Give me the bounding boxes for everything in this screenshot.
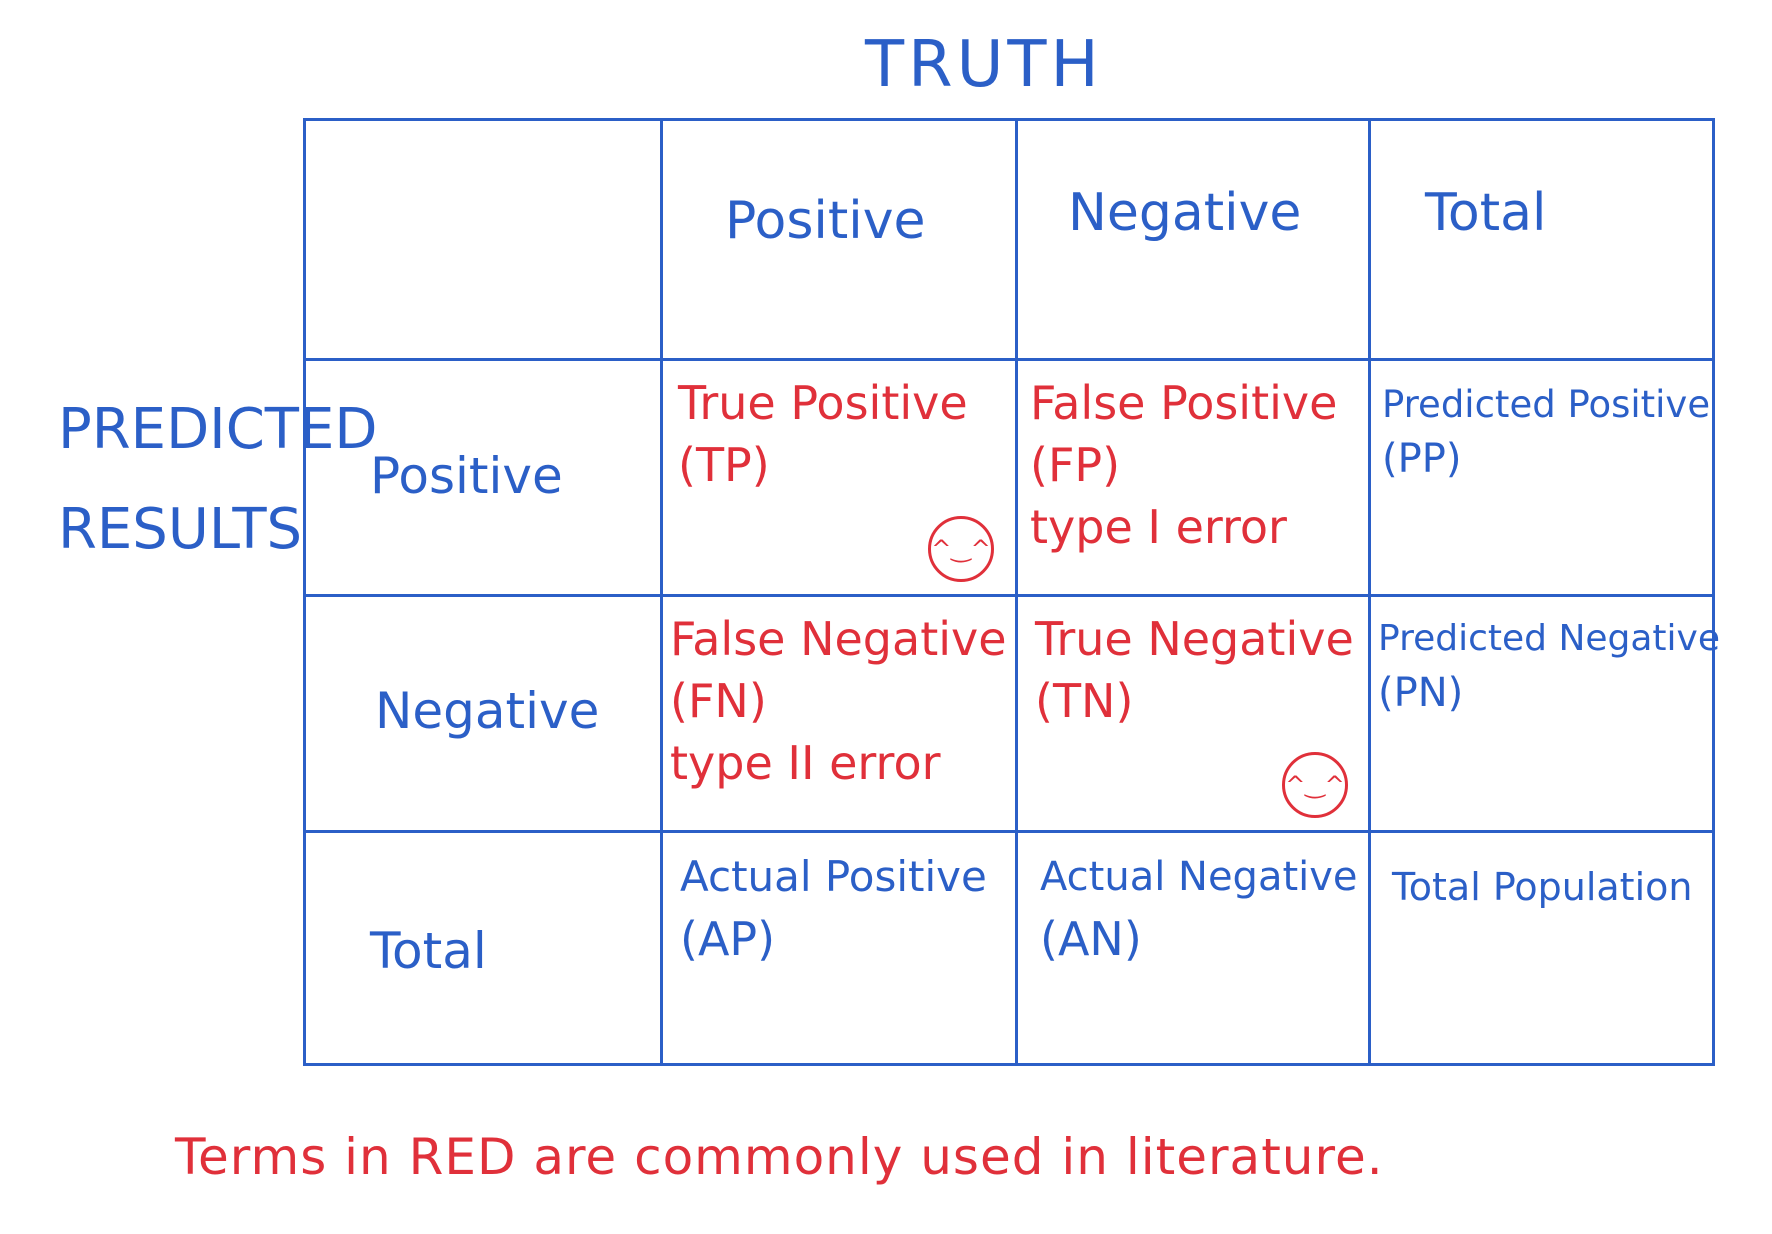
grid-divider [1015,118,1018,1066]
cell-abbr: (TN) [1035,674,1134,728]
diagram-title: TRUTH [865,28,1103,102]
grid-divider [660,118,663,1066]
cell-abbr: (PN) [1378,670,1464,716]
grid-divider [303,594,1715,597]
cell-note: type II error [670,736,941,790]
cell-abbr: (AN) [1040,912,1142,966]
row-header-total: Total [370,922,487,980]
side-label-line1: PREDICTED [58,397,378,462]
cell-abbr: (TP) [678,438,770,492]
cell-term: True Negative [1035,612,1354,666]
cell-predicted-positive: Predicted Positive (PP) [1382,378,1710,486]
cell-abbr: (PP) [1382,436,1462,482]
cell-term: False Positive [1030,376,1338,430]
row-header-negative: Negative [375,682,600,740]
cell-total-population: Total Population [1392,865,1693,909]
cell-term: Actual Negative [1040,854,1358,900]
cell-false-negative: False Negative (FN) type II error [670,608,1007,794]
cell-term: True Positive [678,376,968,430]
cell-term: Predicted Positive [1382,383,1711,426]
cell-term: Predicted Negative [1378,618,1720,659]
side-label: PREDICTED RESULTS [58,380,378,580]
cell-false-positive: False Positive (FP) type I error [1030,372,1337,558]
cell-abbr: (FP) [1030,438,1121,492]
side-label-line2: RESULTS [58,497,303,562]
column-header-positive: Positive [725,191,926,251]
cell-abbr: (FN) [670,674,767,728]
column-header-total: Total [1425,183,1547,243]
grid-divider [303,358,1715,361]
cell-term: Actual Positive [680,852,987,901]
footer-note: Terms in RED are commonly used in litera… [175,1128,1384,1186]
cell-actual-negative: Actual Negative (AN) [1040,846,1358,970]
smiley-icon: ^‿^ [928,516,994,582]
cell-predicted-negative: Predicted Negative (PN) [1378,612,1720,720]
cell-actual-positive: Actual Positive (AP) [680,846,987,970]
cell-true-negative: True Negative (TN) [1035,608,1354,732]
cell-abbr: (AP) [680,912,776,966]
cell-note: type I error [1030,500,1287,554]
confusion-matrix-grid [303,118,1715,1066]
cell-term: False Negative [670,612,1007,666]
smiley-icon: ^‿^ [1282,752,1348,818]
grid-divider [303,830,1715,833]
column-header-negative: Negative [1068,183,1302,243]
row-header-positive: Positive [370,447,563,505]
grid-divider [1368,118,1371,1066]
cell-true-positive: True Positive (TP) [678,372,968,496]
